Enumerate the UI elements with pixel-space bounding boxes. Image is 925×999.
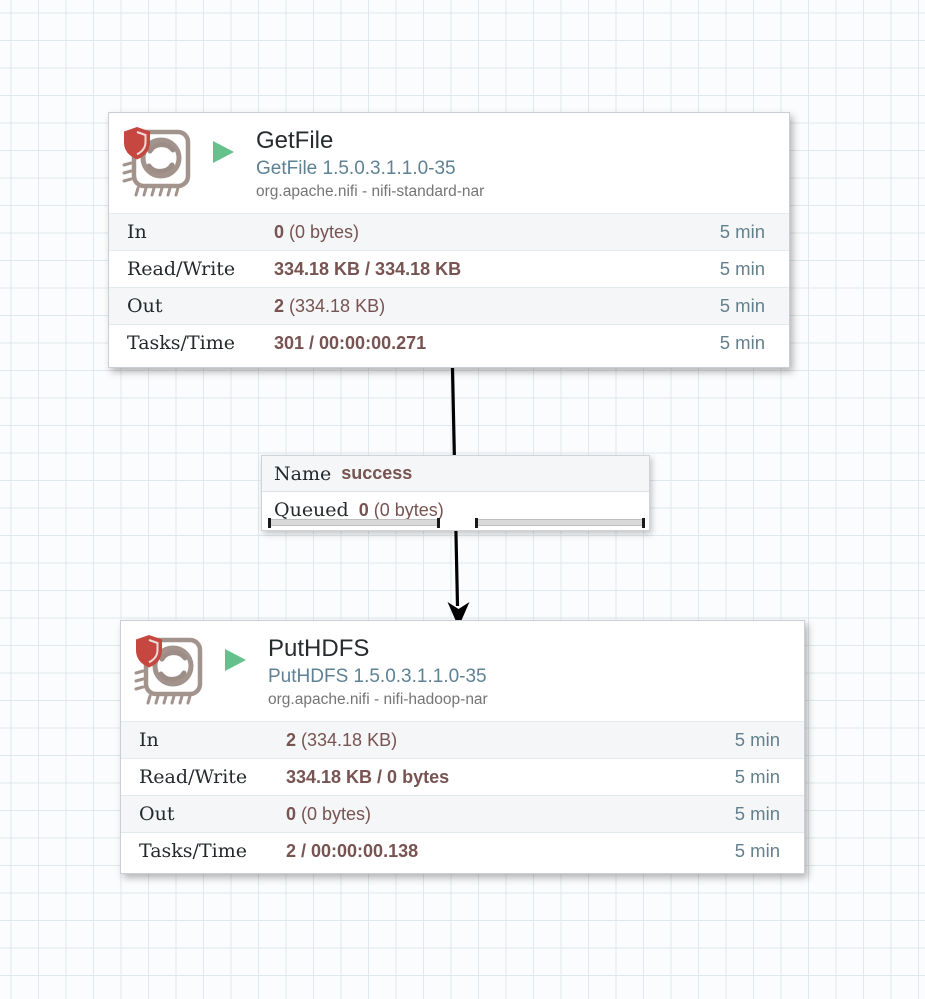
stat-label: Read/Write — [139, 766, 248, 788]
stat-row-tasks: Tasks/Time 301 / 00:00:00.271 5 min — [109, 324, 789, 361]
stat-window: 5 min — [734, 766, 780, 787]
stat-label: In — [139, 729, 159, 751]
processor-header: PutHDFS PutHDFS 1.5.0.3.1.1.0-35 org.apa… — [121, 621, 804, 721]
stat-value: 334.18 KB / 0 bytes — [286, 766, 450, 787]
stat-row-in: In 0 (0 bytes) 5 min — [109, 213, 789, 250]
queue-size-bar — [475, 518, 645, 528]
processor-icon — [122, 127, 191, 197]
stat-row-in: In 2 (334.18 KB) 5 min — [121, 721, 804, 758]
run-status-icon — [213, 141, 234, 163]
stat-row-out: Out 2 (334.18 KB) 5 min — [109, 287, 789, 324]
connection-queued-value: 0 (0 bytes) — [358, 499, 444, 520]
stat-value: 334.18 KB / 334.18 KB — [274, 258, 462, 279]
stat-label: Tasks/Time — [127, 332, 235, 354]
connection-name-row: Name success — [262, 456, 649, 492]
run-status-icon — [225, 649, 246, 671]
stat-window: 5 min — [734, 803, 780, 824]
processor-name: GetFile — [256, 127, 334, 154]
stat-window: 5 min — [719, 221, 765, 242]
connection-queued-label: Queued — [274, 499, 349, 521]
processor-stats: In 2 (334.18 KB) 5 min Read/Write 334.18… — [121, 721, 804, 869]
stat-label: Out — [139, 803, 175, 825]
processor-bundle: org.apache.nifi - nifi-hadoop-nar — [268, 691, 488, 708]
stat-value: 2 (334.18 KB) — [286, 729, 398, 750]
stat-value: 0 (0 bytes) — [274, 221, 360, 242]
processor-version: GetFile 1.5.0.3.1.1.0-35 — [256, 158, 456, 179]
processor-puthdfs[interactable]: PutHDFS PutHDFS 1.5.0.3.1.1.0-35 org.apa… — [120, 620, 805, 874]
stat-label: Tasks/Time — [139, 840, 247, 862]
processor-icon — [134, 635, 203, 705]
processor-name: PutHDFS — [268, 635, 370, 662]
processor-getfile[interactable]: GetFile GetFile 1.5.0.3.1.1.0-35 org.apa… — [108, 112, 790, 368]
connection-queued-row: Queued 0 (0 bytes) — [262, 492, 649, 528]
connection-name-label: Name — [274, 462, 332, 485]
stat-row-tasks: Tasks/Time 2 / 00:00:00.138 5 min — [121, 832, 804, 869]
stat-row-readwrite: Read/Write 334.18 KB / 334.18 KB 5 min — [109, 250, 789, 287]
stat-window: 5 min — [734, 840, 780, 861]
queue-pressure-bars — [262, 518, 649, 528]
stat-window: 5 min — [719, 295, 765, 316]
stat-row-readwrite: Read/Write 334.18 KB / 0 bytes 5 min — [121, 758, 804, 795]
processor-header: GetFile GetFile 1.5.0.3.1.1.0-35 org.apa… — [109, 113, 789, 213]
stat-label: Out — [127, 295, 163, 317]
stat-row-out: Out 0 (0 bytes) 5 min — [121, 795, 804, 832]
stat-label: Read/Write — [127, 258, 236, 280]
processor-bundle: org.apache.nifi - nifi-standard-nar — [256, 183, 485, 200]
stat-value: 0 (0 bytes) — [286, 803, 372, 824]
stat-label: In — [127, 221, 147, 243]
stat-window: 5 min — [734, 729, 780, 750]
processor-stats: In 0 (0 bytes) 5 min Read/Write 334.18 K… — [109, 213, 789, 361]
stat-window: 5 min — [719, 258, 765, 279]
stat-value: 2 (334.18 KB) — [274, 295, 386, 316]
connection-name-value: success — [341, 463, 413, 483]
connection-label[interactable]: Name success Queued 0 (0 bytes) — [261, 455, 650, 531]
stat-window: 5 min — [719, 332, 765, 353]
stat-value: 2 / 00:00:00.138 — [286, 840, 419, 861]
processor-version: PutHDFS 1.5.0.3.1.1.0-35 — [268, 666, 487, 687]
queue-count-bar — [268, 518, 440, 528]
stat-value: 301 / 00:00:00.271 — [274, 332, 427, 353]
